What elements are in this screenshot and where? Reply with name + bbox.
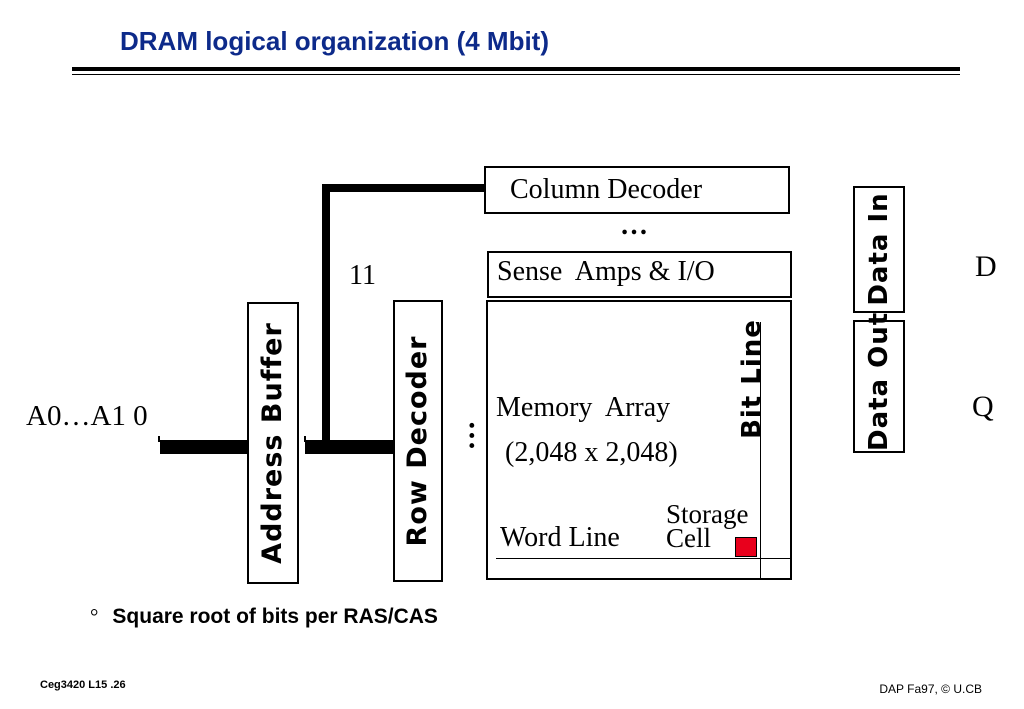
bullet-item: ° Square root of bits per RAS/CAS: [90, 604, 438, 629]
address-buffer: [247, 302, 299, 584]
column-dots: …: [620, 210, 648, 241]
storage-cell-label: Storage Cell: [666, 499, 749, 553]
row-decoder-label: Row Decoder: [402, 335, 433, 547]
sense-amps: [487, 251, 792, 298]
word-line-label: Word Line: [500, 522, 620, 553]
address-buffer-label: Address Buffer: [257, 322, 288, 564]
row-decoder: [393, 300, 443, 582]
bus-width-label: 11: [349, 260, 376, 291]
memory-array: [486, 300, 792, 580]
column-bus-vertical: [322, 184, 330, 440]
data-out-label: Data Out: [864, 311, 894, 451]
column-decoder-label: Column Decoder: [510, 174, 703, 205]
title-rule: [72, 67, 960, 71]
address-bus-mid: [305, 440, 395, 454]
bit-line: [760, 322, 761, 580]
sense-amps-label: Sense Amps & I/O: [497, 256, 715, 287]
address-bus-left: [160, 440, 250, 454]
data-out-box: [853, 320, 905, 453]
title-rule-thin: [72, 74, 960, 75]
bus-tick-mid: [304, 436, 306, 442]
word-line: [496, 558, 792, 559]
bullet-text: Square root of bits per RAS/CAS: [112, 605, 438, 628]
column-bus-horizontal: [322, 184, 486, 192]
data-in-label: Data In: [864, 192, 894, 306]
footer-course: Ceg3420 L15 .26: [40, 679, 126, 691]
memory-array-label: Memory Array: [496, 392, 671, 423]
column-decoder: [484, 166, 790, 214]
row-dots: …: [448, 419, 481, 451]
bit-line-label: Bit Line: [737, 319, 767, 439]
bus-tick-left: [158, 436, 160, 442]
q-label: Q: [972, 390, 994, 423]
footer-credit: DAP Fa97, © U.CB: [879, 682, 982, 696]
d-label: D: [975, 250, 997, 283]
storage-cell: [735, 537, 757, 557]
bullet-symbol: °: [90, 604, 99, 628]
address-input-label: A0…A1 0: [26, 400, 148, 432]
array-size-label: (2,048 x 2,048): [505, 437, 678, 468]
data-in-box: [853, 186, 905, 313]
slide-title: DRAM logical organization (4 Mbit): [120, 26, 549, 56]
